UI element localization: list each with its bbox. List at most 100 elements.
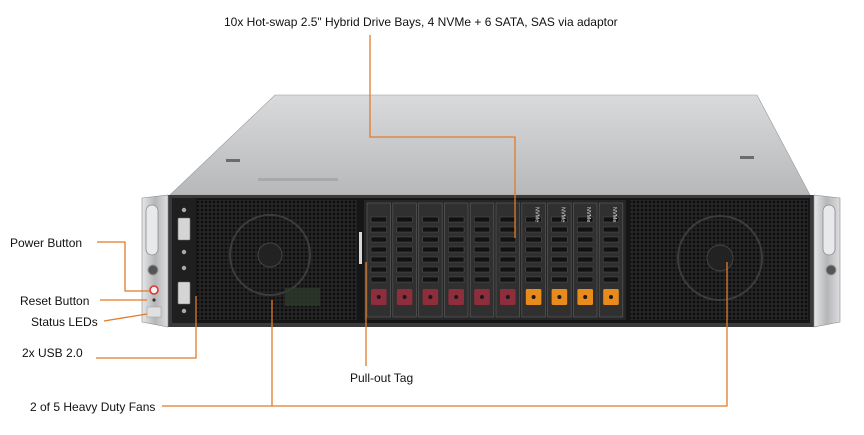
- tray-vent: [422, 236, 439, 243]
- fan-right: [677, 215, 763, 301]
- ear-handle-right[interactable]: [822, 204, 836, 256]
- drive-bays-label: 10x Hot-swap 2.5" Hybrid Drive Bays, 4 N…: [224, 15, 618, 29]
- tab-latch: [583, 295, 588, 299]
- tab-latch: [609, 295, 613, 299]
- tray-vent: [577, 276, 594, 283]
- sata-drive-tray[interactable]: [469, 202, 495, 318]
- sata-drive-tray[interactable]: [418, 202, 443, 318]
- tray-vent: [370, 256, 387, 263]
- usb-port-1[interactable]: [177, 217, 191, 241]
- tray-vent: [499, 246, 516, 253]
- tray-vent: [499, 276, 516, 283]
- nvme-label: NVMe: [611, 207, 617, 222]
- reset-button-label: Reset Button: [20, 294, 90, 308]
- tray-vent: [422, 266, 439, 273]
- usb-label: 2x USB 2.0: [22, 346, 83, 360]
- tray-vent: [577, 256, 594, 263]
- tray-vent: [602, 266, 620, 273]
- tab-latch: [531, 295, 536, 299]
- tray-vent: [525, 246, 542, 253]
- tray-vent: [525, 216, 542, 223]
- tray-vent: [525, 256, 542, 263]
- reset-button[interactable]: [152, 298, 156, 302]
- ear-screw-left: [147, 264, 159, 276]
- nvme-drive-tray[interactable]: NVMe: [547, 202, 572, 318]
- leader-usb: [96, 296, 197, 359]
- tray-vent: [551, 236, 568, 243]
- tray-vent: [499, 236, 516, 243]
- strip-screw-3: [181, 265, 187, 271]
- nvme-label: NVMe: [534, 207, 540, 222]
- leader-fans: [162, 262, 728, 407]
- tray-vent: [370, 236, 387, 243]
- tray-vent: [499, 256, 516, 263]
- leader-status: [103, 313, 148, 322]
- tray-vent: [448, 266, 465, 273]
- tray-vent: [448, 276, 465, 283]
- power-button[interactable]: [149, 285, 159, 295]
- tray-vent: [473, 266, 491, 273]
- tray-vent: [602, 226, 620, 233]
- pull-out-tag-label: Pull-out Tag: [350, 371, 414, 385]
- tray-vent: [448, 236, 465, 243]
- nvme-label: NVMe: [585, 207, 591, 222]
- tray-vent: [577, 226, 594, 233]
- strip-screw-4: [181, 308, 187, 314]
- tray-vent: [422, 276, 439, 283]
- tab-latch: [402, 295, 407, 299]
- tray-vent: [525, 266, 542, 273]
- tray-vent: [473, 216, 491, 223]
- tray-vent: [370, 246, 387, 253]
- tray-vent: [448, 226, 465, 233]
- status-leds: [146, 306, 162, 318]
- tab-latch: [557, 295, 562, 299]
- tab-latch: [376, 295, 381, 299]
- tray-vent: [577, 246, 594, 253]
- power-button-label: Power Button: [10, 236, 83, 250]
- usb-port-2[interactable]: [177, 281, 191, 305]
- tray-vent: [499, 266, 516, 273]
- tray-vent: [602, 246, 620, 253]
- tray-vent: [602, 236, 620, 243]
- sata-drive-tray[interactable]: [366, 202, 391, 318]
- tray-vent: [551, 246, 568, 253]
- drive-bays: NVMe NVMe NVMe NVMe: [366, 202, 624, 318]
- sata-drive-tray[interactable]: [495, 202, 520, 318]
- tray-vent: [602, 256, 620, 263]
- fans-label: 2 of 5 Heavy Duty Fans: [30, 400, 156, 414]
- leader-lines: [96, 35, 728, 407]
- nvme-drive-tray[interactable]: NVMe: [573, 202, 598, 318]
- tray-vent: [473, 226, 491, 233]
- tray-vent: [396, 266, 413, 273]
- tray-vent: [370, 276, 387, 283]
- tab-latch: [505, 295, 510, 299]
- tray-vent: [396, 246, 413, 253]
- sata-drive-tray[interactable]: [392, 202, 417, 318]
- top-slot-right: [740, 156, 754, 159]
- ear-handle-left[interactable]: [145, 204, 159, 256]
- pull-out-tag[interactable]: [359, 232, 362, 264]
- tray-vent: [422, 246, 439, 253]
- tray-vent: [551, 226, 568, 233]
- nvme-drive-tray[interactable]: NVMe: [598, 202, 624, 318]
- tray-vent: [499, 216, 516, 223]
- tray-vent: [551, 256, 568, 263]
- tray-vent: [577, 266, 594, 273]
- tray-vent: [396, 276, 413, 283]
- tray-vent: [602, 276, 620, 283]
- tab-latch: [480, 295, 484, 299]
- tray-vent: [448, 216, 465, 223]
- tray-vent: [422, 216, 439, 223]
- sata-drive-tray[interactable]: [444, 202, 469, 318]
- tray-vent: [551, 216, 568, 223]
- nvme-drive-tray[interactable]: NVMe: [521, 202, 546, 318]
- fan-left-board: [285, 288, 320, 306]
- tray-vent: [551, 266, 568, 273]
- strip-screw-1: [181, 207, 187, 213]
- ear-screw-right: [825, 264, 837, 276]
- tray-vent: [525, 236, 542, 243]
- top-slot-left: [226, 159, 240, 162]
- leader-power: [97, 241, 150, 292]
- tray-vent: [525, 226, 542, 233]
